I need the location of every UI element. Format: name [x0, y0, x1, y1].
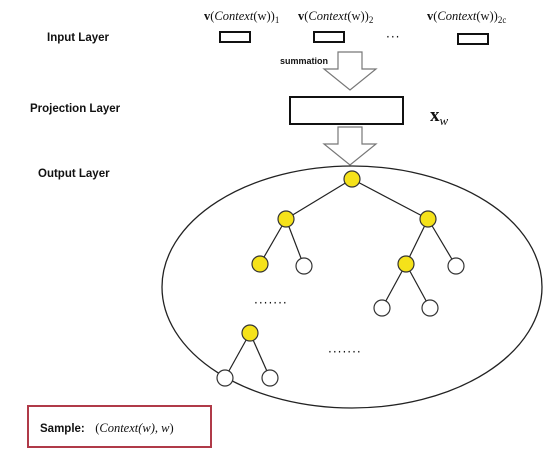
tree-ellipsis-left: ·······	[254, 296, 288, 310]
tree-edge	[259, 218, 287, 265]
tree-node-path	[419, 210, 437, 228]
projection-vector-label: xw	[430, 105, 449, 128]
tree-edge	[351, 178, 429, 220]
tree-node-leaf	[261, 369, 279, 387]
input-vector-box-1	[219, 31, 251, 43]
input-ellipsis: ···	[386, 30, 400, 44]
output-layer-label: Output Layer	[38, 168, 110, 180]
tree-node-leaf	[373, 299, 391, 317]
summation-arrow	[322, 51, 378, 91]
tree-node-path	[241, 324, 259, 342]
input-vector-label-2: v(Context(w))2	[298, 9, 373, 25]
input-vector-box-3	[457, 33, 489, 45]
tree-node-leaf	[216, 369, 234, 387]
tree-node-leaf	[447, 257, 465, 275]
huffman-tree-nodes	[216, 170, 465, 387]
tree-ellipsis-right: ·······	[328, 345, 362, 359]
tree-edge	[285, 178, 353, 220]
sample-box	[27, 405, 212, 448]
sample-label: Sample: (Context(w), w)	[40, 419, 174, 436]
tree-node-root	[343, 170, 361, 188]
tree-node-path	[397, 255, 415, 273]
tree-node-leaf	[421, 299, 439, 317]
tree-node-leaf	[295, 257, 313, 275]
projection-layer-label: Projection Layer	[30, 103, 121, 115]
input-vector-label-1: v(Context(w))1	[204, 9, 279, 25]
tree-node-path	[277, 210, 295, 228]
input-vector-label-3: v(Context(w))2c	[427, 9, 506, 25]
input-layer-label: Input Layer	[47, 32, 110, 44]
input-vector-box-2	[313, 31, 345, 43]
projection-box	[289, 96, 404, 125]
output-arrow	[322, 126, 378, 166]
tree-node-path	[251, 255, 269, 273]
output-layer-ellipse	[161, 165, 543, 409]
tree-edge	[427, 218, 457, 267]
summation-label: summation	[280, 56, 328, 66]
